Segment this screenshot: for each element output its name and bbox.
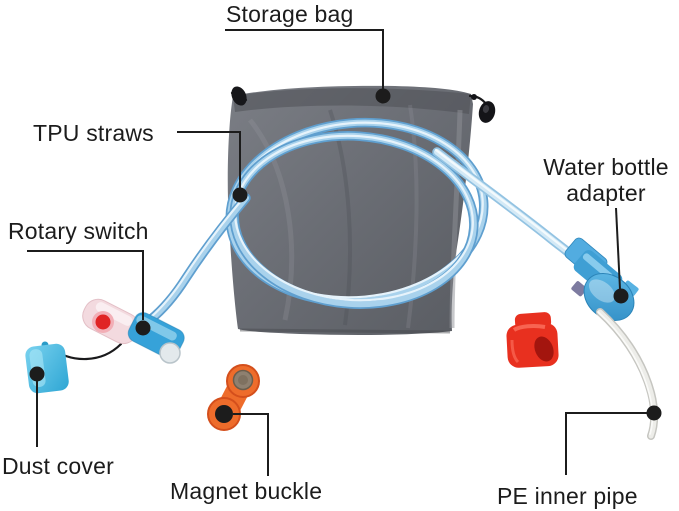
red-gasket-part <box>506 312 559 368</box>
switch-end-cap <box>159 342 181 364</box>
pe-inner-pipe-leader-line <box>565 412 648 475</box>
magnet-buckle-part <box>207 364 260 431</box>
label-tpu-straws: TPU straws <box>33 120 154 146</box>
water-bottle-adapter-part <box>564 237 659 440</box>
tpu-straw-tube <box>145 117 579 325</box>
dust-cover-dot <box>29 366 45 382</box>
label-rotary-switch: Rotary switch <box>8 218 149 244</box>
rotary-switch-leader-line <box>27 250 144 320</box>
tube-tail-to-switch <box>145 193 251 325</box>
label-storage-bag: Storage bag <box>226 1 354 27</box>
storage-bag-leader-line <box>225 29 384 90</box>
water-bottle-adapter-leader-line <box>615 207 621 290</box>
bag-cord-toggle-right <box>468 94 496 123</box>
bag-cord-toggle-left <box>230 86 248 106</box>
adapter-cap <box>583 273 635 321</box>
pe-inner-pipe-dot <box>646 405 662 421</box>
bag-drawstring-channel <box>233 88 471 114</box>
magnet-buckle-leader-line <box>233 413 269 476</box>
label-water-bottle-adapter-line1: Water bottle <box>543 154 669 180</box>
label-pe-inner-pipe: PE inner pipe <box>497 483 638 509</box>
tpu-straws-leader-line <box>177 131 241 188</box>
callout-leader-lines <box>27 29 662 476</box>
water-bottle-adapter-dot <box>613 288 629 304</box>
label-magnet-buckle: Magnet buckle <box>170 478 323 504</box>
gasket-opening <box>534 336 554 362</box>
adapter-side-tab <box>571 281 587 297</box>
pe-inner-pipe-part <box>596 308 659 440</box>
magnet-buckle-dot <box>215 405 233 423</box>
storage-bag-dot <box>375 88 391 104</box>
label-dust-cover: Dust cover <box>2 453 114 479</box>
label-water-bottle-adapter: Water bottle adapter <box>531 154 679 206</box>
rotary-switch-dot <box>135 320 151 336</box>
tpu-straws-dot <box>232 187 248 203</box>
label-water-bottle-adapter-line2: adapter <box>566 180 646 206</box>
dust-cover-part <box>25 341 69 394</box>
